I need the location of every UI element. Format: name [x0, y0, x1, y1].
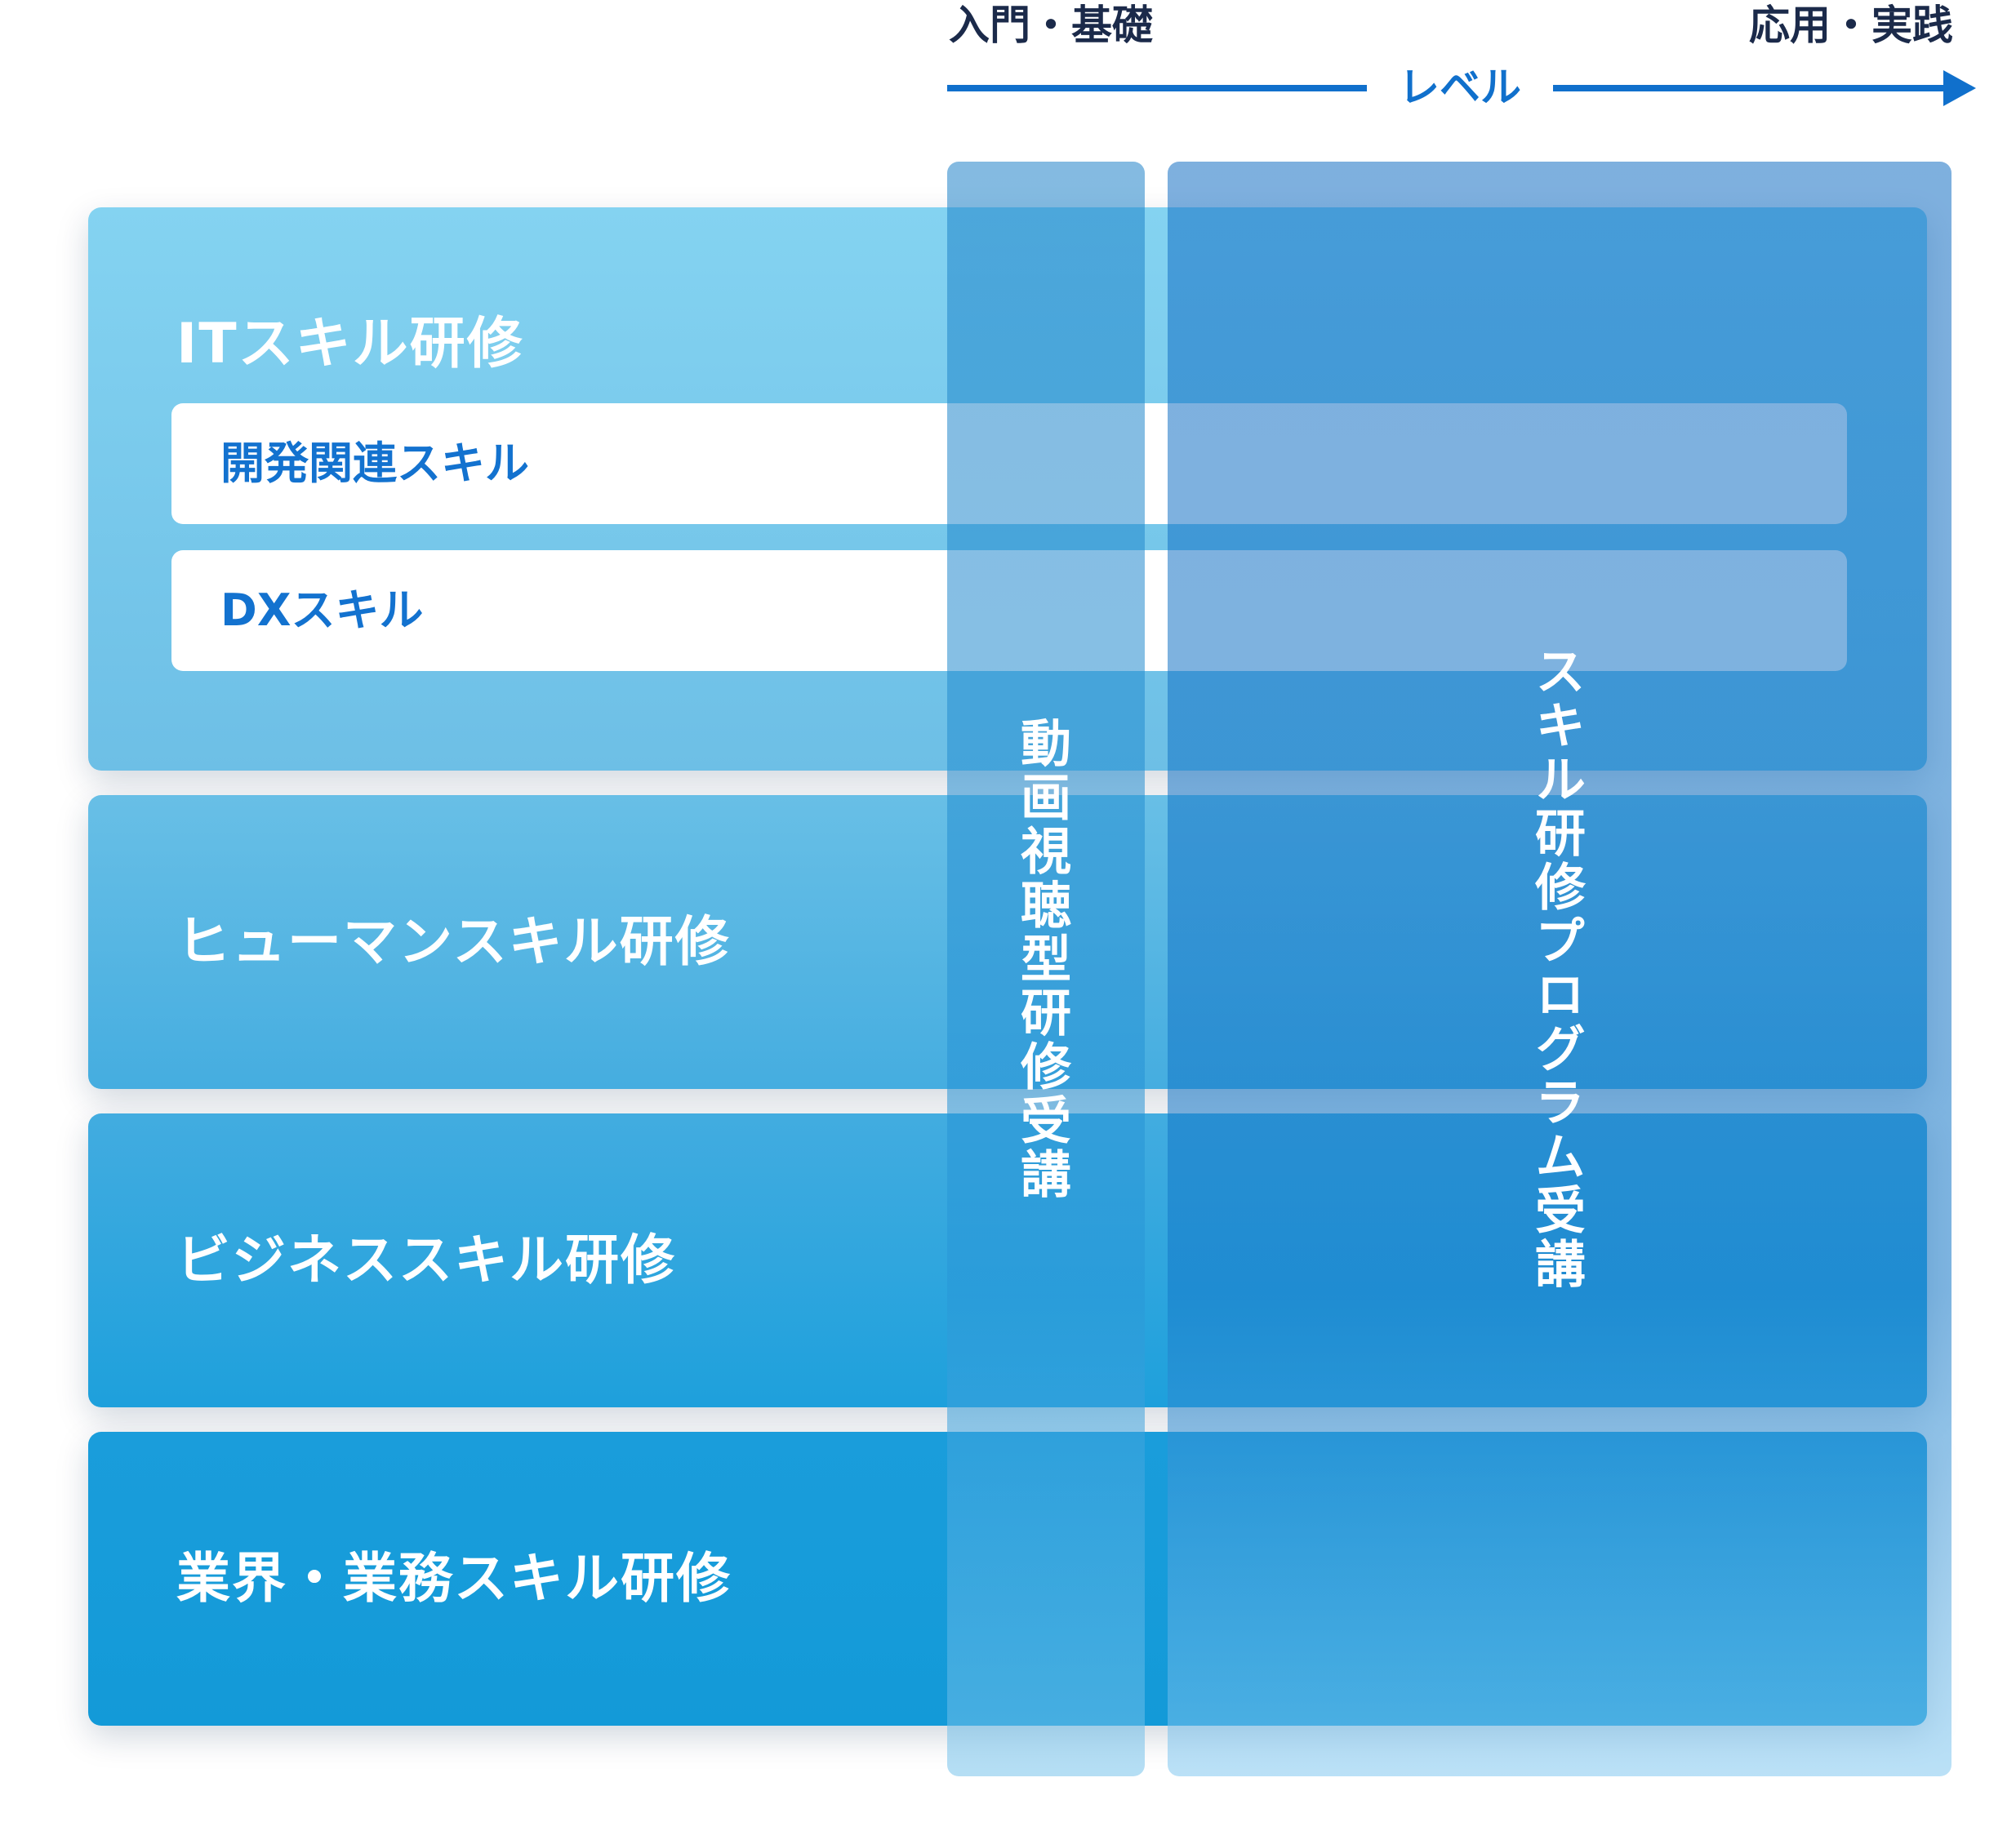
program-column-skill: スキル研修プログラム受講 [1168, 162, 1951, 1776]
level-arrow-head-icon [1943, 70, 1976, 106]
subcategory-label-dev: 開発関連スキル [220, 438, 529, 489]
level-axis-title: レベル [1399, 64, 1521, 111]
category-label-industry: 業界・業務スキル研修 [176, 1547, 732, 1610]
program-label-skill: スキル研修プログラム受講 [1526, 645, 1586, 1291]
subcategory-label-dx: DXスキル [220, 584, 424, 636]
category-label-human: ヒューマンスキル研修 [176, 910, 731, 973]
category-label-it: ITスキル研修 [176, 312, 524, 376]
level-end-label: 応用・実践 [1749, 2, 1953, 49]
level-axis-line-left [947, 85, 1367, 91]
program-label-video: 動画視聴型研修受講 [1012, 717, 1071, 1202]
level-axis-line-right [1553, 85, 1948, 91]
level-start-label: 入門・基礎 [949, 2, 1153, 49]
program-column-video: 動画視聴型研修受講 [947, 162, 1145, 1776]
category-label-business: ビジネススキル研修 [176, 1229, 676, 1291]
